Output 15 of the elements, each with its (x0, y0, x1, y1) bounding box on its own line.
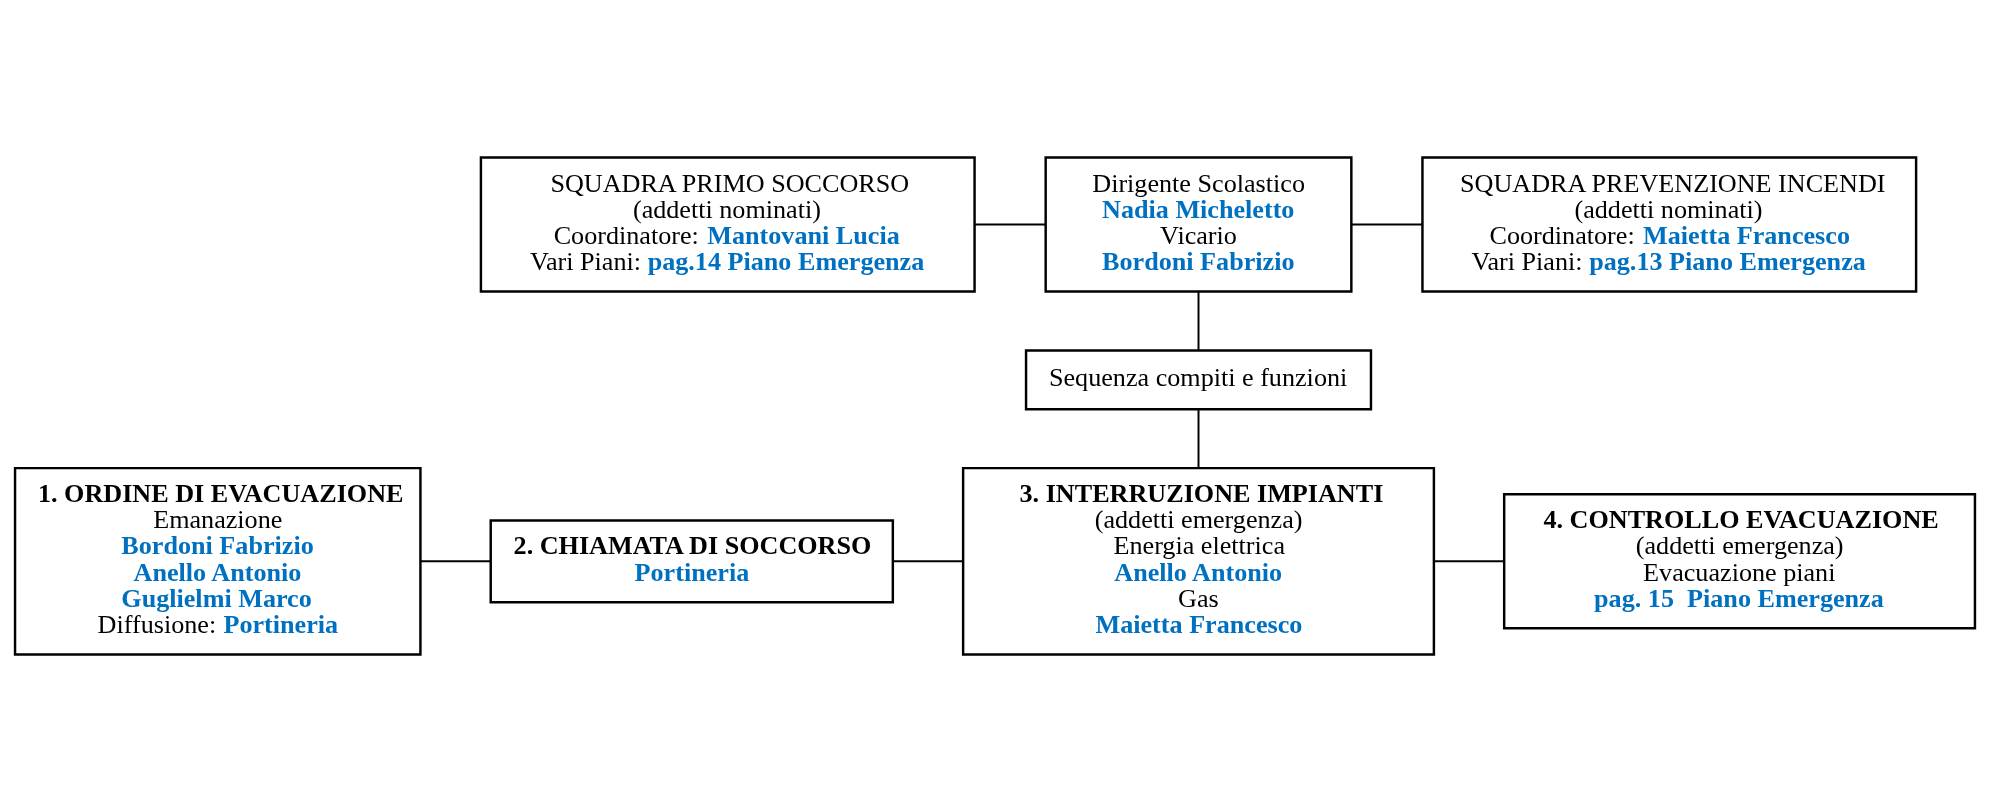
connector (419, 560, 492, 563)
node-box: 1. ORDINE DI EVACUAZIONE Emanazione Bordoni Fabrizio Anello Antonio Guglielmi Marco Diffusione: Portineria (13, 466, 422, 656)
node-box: Dirigente Scolastico Nadia Micheletto Vicario Bordoni Fabrizio (1044, 156, 1353, 293)
connector (1433, 560, 1505, 563)
node-box: 3. INTERRUZIONE IMPIANTI (addetti emergenza) Energia elettrica Anello Antonio Gas Maietta Francesco (961, 466, 1436, 656)
connector (1197, 408, 1200, 469)
node-box: SQUADRA PRIMO SOCCORSO (addetti nominati) Coordinatore: Mantovani Lucia Vari Piani: pag.14 Piano Emergenza (479, 156, 976, 293)
connector (1197, 290, 1200, 351)
node-box: 4. CONTROLLO EVACUAZIONE (addetti emergenza) Evacuazione piani pag. 15 Piano Emergenza (1502, 493, 1977, 630)
connector (973, 223, 1047, 226)
node-box: 2. CHIAMATA DI SOCCORSO Portineria (489, 519, 895, 604)
connector (1350, 223, 1424, 226)
node-box: Sequenza compiti e funzioni (1024, 349, 1373, 411)
node-box: SQUADRA PREVENZIONE INCENDI (addetti nominati) Coordinatore: Maietta Francesco Vari Piani: pag.13 Piano Emergenza (1421, 156, 1918, 293)
connector (892, 560, 964, 563)
